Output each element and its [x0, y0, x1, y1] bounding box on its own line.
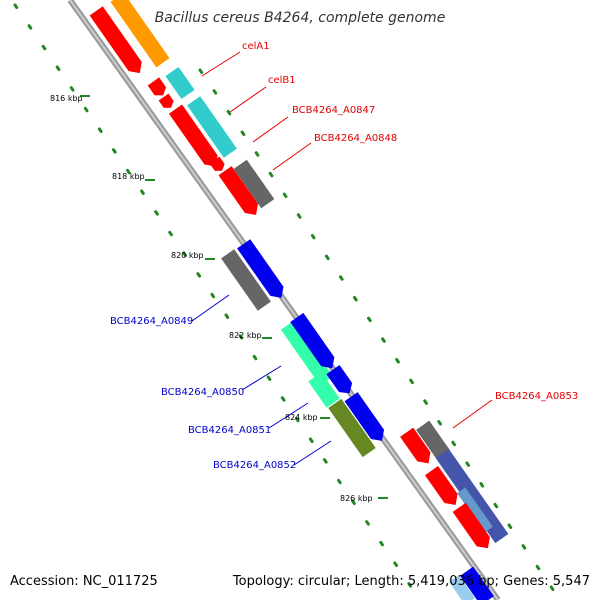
- gene-label-a0851[interactable]: BCB4264_A0851: [188, 425, 272, 436]
- gene-label-a0849[interactable]: BCB4264_A0849: [110, 316, 194, 327]
- connector-A0847: [252, 116, 289, 143]
- gene-label-a0850[interactable]: BCB4264_A0850: [161, 387, 245, 398]
- gene-red-long-1[interactable]: [168, 104, 222, 172]
- topology-text: Topology: circular; Length: 5,419,036 bp…: [232, 574, 590, 589]
- gene-blue-bottom[interactable]: [460, 566, 494, 600]
- gene-BCB4264-A0849-gray[interactable]: [221, 249, 271, 311]
- dotted-track-left: [13, 3, 422, 600]
- connector-A0851: [268, 402, 309, 429]
- connector-A0848: [272, 142, 312, 171]
- gene-red-small-2[interactable]: [158, 93, 176, 112]
- gene-blue-3[interactable]: [326, 364, 356, 398]
- gene-blue-1[interactable]: [237, 239, 288, 302]
- gene-blue-4[interactable]: [344, 392, 389, 445]
- genome-backbone-inner: [69, 0, 499, 600]
- tick-label-824: 824 kbp: [285, 413, 318, 422]
- gene-BCB4264-A0850-mint[interactable]: [280, 320, 334, 386]
- gene-BCB4264-A0853-gray[interactable]: [416, 420, 450, 460]
- connector-celB1: [229, 86, 267, 113]
- gene-cyan-1[interactable]: [165, 66, 195, 100]
- gene-BCB4264-A0848-gray[interactable]: [233, 159, 275, 209]
- gene-features: [89, 0, 509, 600]
- gene-label-a0852[interactable]: BCB4264_A0852: [213, 460, 297, 471]
- gene-red-A0853-3[interactable]: [452, 502, 495, 553]
- tick-label-820: 820 kbp: [171, 251, 204, 260]
- accession-text: Accession: NC_011725: [10, 574, 158, 589]
- connector-A0850: [241, 365, 282, 391]
- connector-celA1: [201, 51, 241, 77]
- gene-celB1-cyan[interactable]: [187, 96, 237, 158]
- gene-red-small-3[interactable]: [209, 156, 227, 175]
- gene-BCB4264-A0847-red[interactable]: [218, 166, 263, 219]
- connector-A0853: [452, 399, 493, 429]
- gene-blue-2[interactable]: [290, 312, 339, 373]
- gene-BCB4264-A0852-olive[interactable]: [328, 398, 376, 458]
- gene-red-small-1[interactable]: [147, 77, 169, 99]
- gene-lightblue-bottom[interactable]: [449, 575, 475, 600]
- tick-label-826: 826 kbp: [340, 494, 373, 503]
- tick-label-816: 816 kbp: [50, 94, 83, 103]
- gene-label-a0853[interactable]: BCB4264_A0853: [495, 391, 579, 402]
- gene-label-a0848[interactable]: BCB4264_A0848: [314, 133, 398, 144]
- gene-red-A0853-2[interactable]: [424, 466, 462, 510]
- gene-slate-1[interactable]: [435, 448, 509, 544]
- connector-A0849: [191, 294, 230, 322]
- gene-orange-top[interactable]: [110, 0, 170, 68]
- label-connectors: [191, 51, 493, 466]
- map-title: Bacillus cereus B4264, complete genome: [154, 10, 446, 26]
- gene-label-celA1[interactable]: celA1: [242, 41, 270, 52]
- gene-BCB4264-A0851-mint[interactable]: [308, 372, 340, 408]
- connector-A0852: [293, 440, 332, 466]
- gene-red-A0853-1[interactable]: [400, 427, 435, 468]
- gene-celA1[interactable]: [89, 6, 147, 77]
- gene-cyan-2[interactable]: [457, 487, 493, 533]
- gene-label-celB1[interactable]: celB1: [268, 75, 296, 86]
- tick-label-822: 822 kbp: [229, 331, 262, 340]
- gene-label-a0847[interactable]: BCB4264_A0847: [292, 105, 376, 116]
- tick-label-818: 818 kbp: [112, 172, 145, 181]
